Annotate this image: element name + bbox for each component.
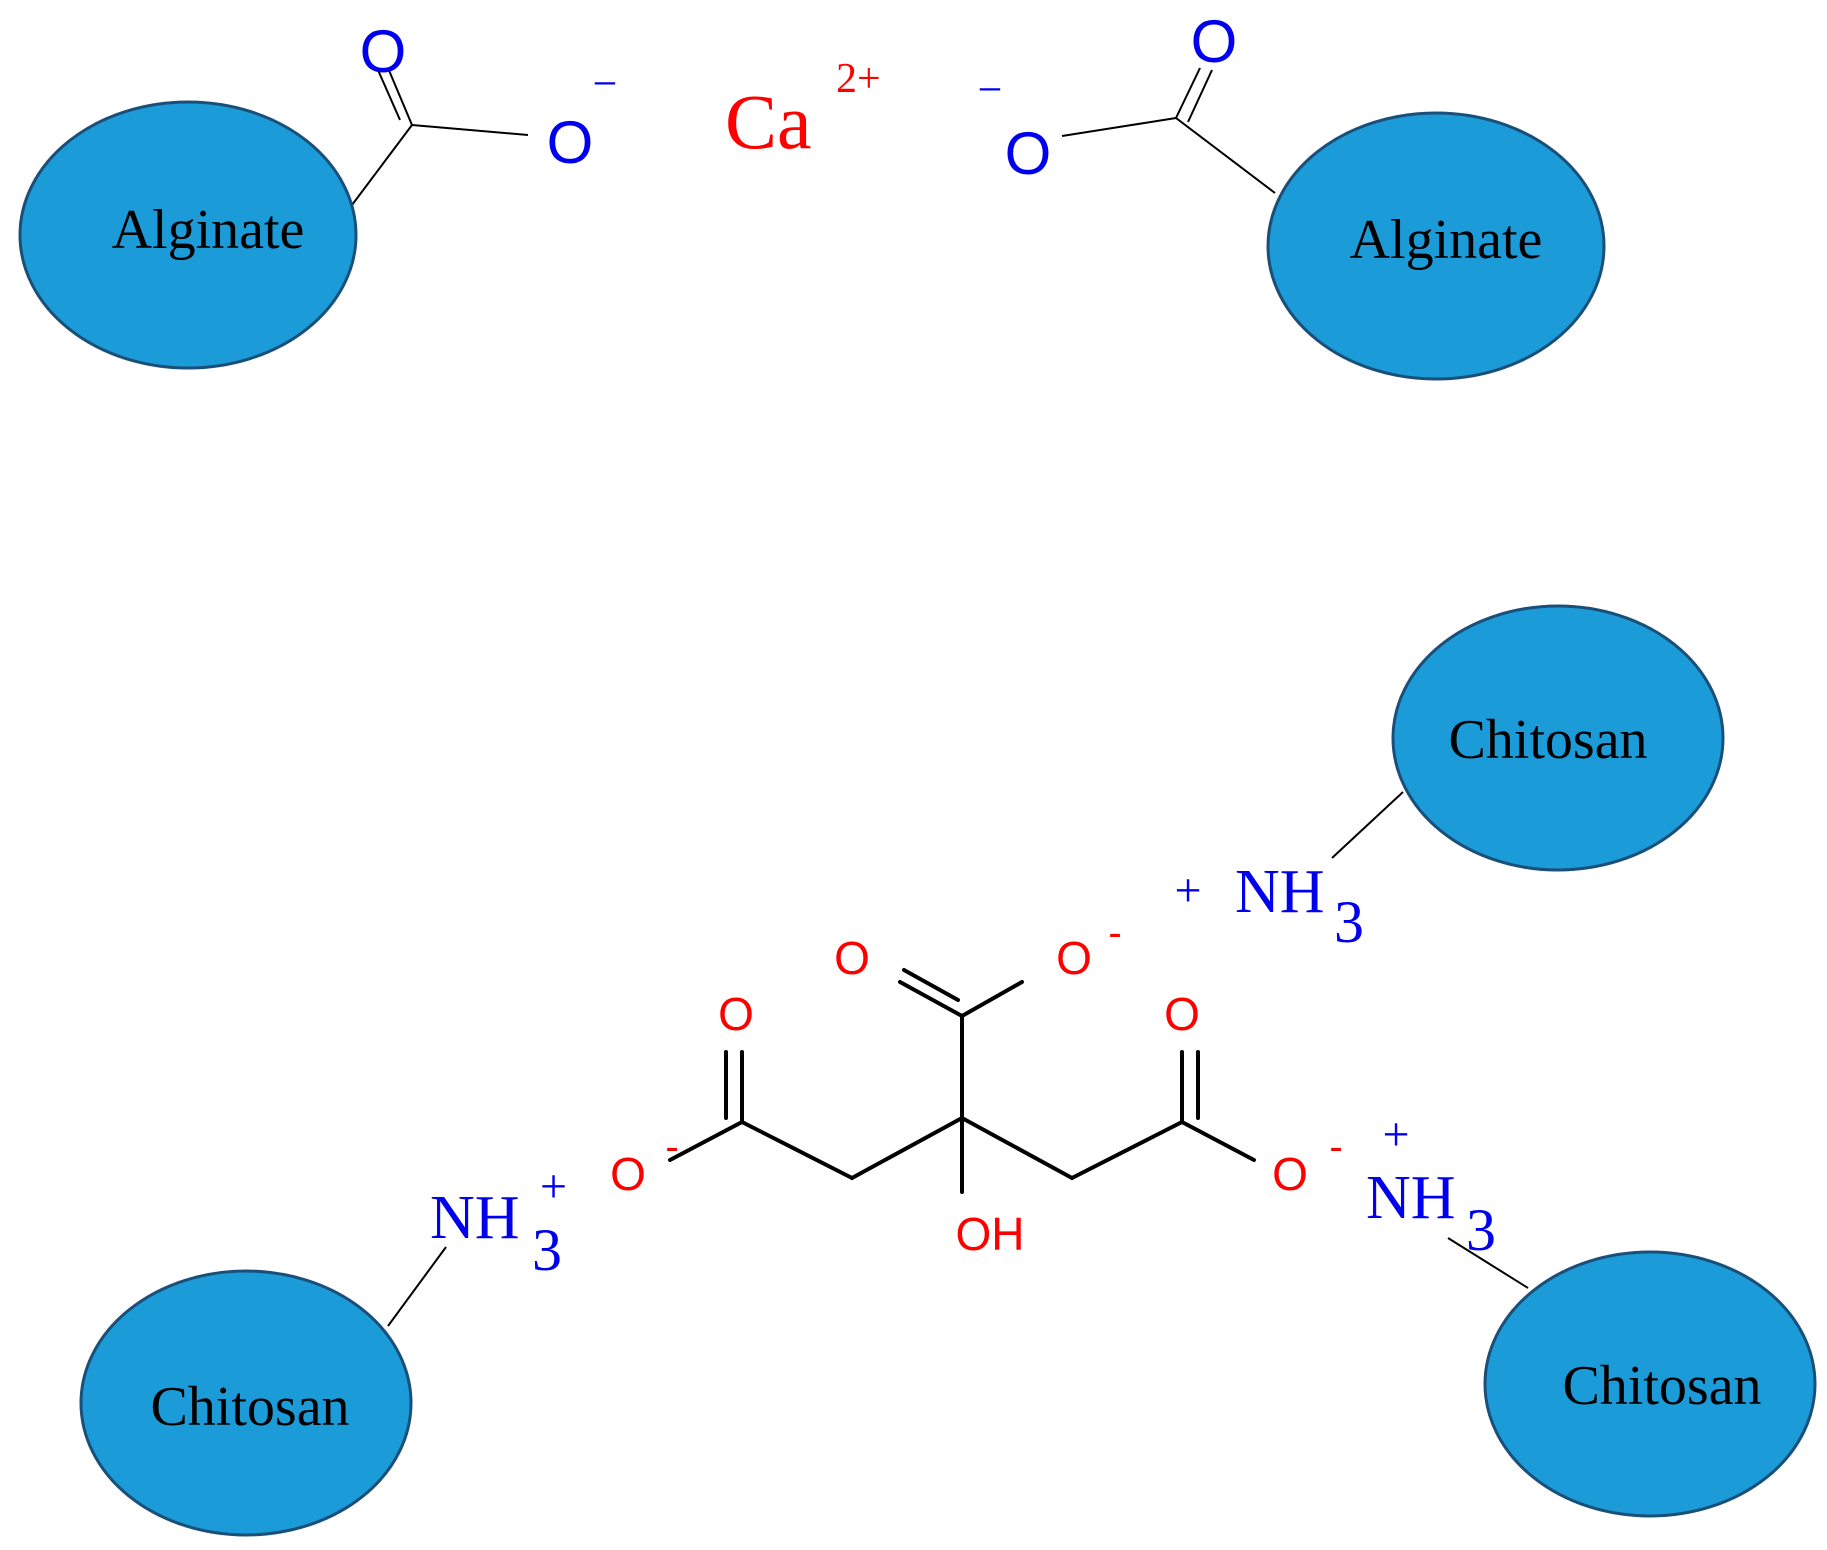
carboxylate-left-double-bond-a — [387, 67, 413, 126]
chitosan-top-right-linker — [1331, 791, 1404, 859]
chitosan-top-right-blob — [1391, 604, 1725, 872]
chitosan-bottom-right-linker — [1447, 1237, 1529, 1289]
ammonium-top-right: + NH 3 — [1174, 858, 1364, 955]
carboxylate-left: O O − — [360, 18, 618, 176]
citrate-right-ch2-bond — [960, 1116, 1074, 1180]
calcium-charge: 2+ — [836, 56, 881, 102]
citrate-right-oxygen: O — [1272, 1148, 1308, 1200]
ammonium-bottom-left: NH + 3 — [387, 1160, 567, 1327]
carboxylate-right: − O O — [978, 8, 1276, 194]
citrate-left-charge: - — [665, 1125, 678, 1169]
citrate-left-arm-bond — [740, 1120, 854, 1180]
carboxylate-right-oxygen: O — [1005, 120, 1052, 187]
carboxylate-right-single-bond — [1061, 117, 1177, 137]
citrate-top-double-bond-a — [898, 980, 964, 1018]
chitosan-bottom-left-linker — [387, 1246, 447, 1327]
chitosan-top-right-label: Chitosan — [1448, 709, 1647, 771]
citrate-left-c-o-bond — [668, 1120, 744, 1162]
calcium-symbol: Ca — [725, 78, 812, 165]
carboxylate-right-double-bond-a — [1175, 67, 1201, 119]
alginate-crosslink-section: Alginate O O − Ca 2+ − O O — [18, 8, 1606, 381]
calcium-ion: Ca 2+ — [725, 56, 881, 165]
alginate-right-blob — [1266, 111, 1606, 381]
alginate-right: Alginate — [1266, 111, 1606, 381]
alginate-left-label: Alginate — [112, 199, 305, 261]
ammonium-bottom-left-charge: + — [540, 1160, 567, 1213]
carboxylate-left-oxygen-top: O — [360, 18, 407, 85]
chitosan-bottom-right: Chitosan — [1483, 1250, 1817, 1518]
ammonium-bottom-left-symbol: NH — [430, 1184, 520, 1252]
citrate-left-oxygen-double: O — [718, 988, 754, 1040]
citrate-hydroxyl: OH — [956, 1208, 1025, 1260]
citrate-top-double-bond-b — [902, 968, 960, 1002]
chitosan-bottom-left-blob — [79, 1269, 413, 1537]
carboxylate-right-oxygen-top: O — [1191, 8, 1238, 75]
carboxylate-left-oxygen: O — [547, 109, 594, 176]
citrate-left-oxygen: O — [610, 1148, 646, 1200]
ammonium-bottom-right-symbol: NH — [1366, 1164, 1456, 1232]
citrate-right-arm-bond — [1070, 1120, 1184, 1180]
citrate-anion: O O - O O - O O - OH — [610, 911, 1343, 1260]
alginate-left: Alginate — [18, 100, 413, 370]
chitosan-citrate-section: Chitosan + NH 3 O O - O — [79, 604, 1817, 1537]
carboxylate-right-charge: − — [978, 65, 1003, 114]
citrate-top-oxygen: O — [1056, 932, 1092, 984]
chitosan-bottom-left: Chitosan — [79, 1269, 413, 1537]
alginate-left-linker — [351, 124, 413, 206]
ammonium-top-right-subscript: 3 — [1334, 889, 1364, 955]
ammonium-top-right-charge: + — [1174, 864, 1201, 917]
chitosan-bottom-left-label: Chitosan — [150, 1376, 349, 1438]
carboxylate-left-single-bond — [411, 124, 529, 136]
chitosan-top-right: Chitosan — [1331, 604, 1725, 872]
citrate-right-c-o-bond — [1180, 1120, 1256, 1162]
carboxylate-right-double-bond-b — [1187, 69, 1213, 123]
ammonium-bottom-right: + NH 3 — [1366, 1108, 1529, 1289]
citrate-right-charge: - — [1329, 1125, 1342, 1169]
citrate-top-charge: - — [1108, 911, 1121, 955]
citrate-left-ch2-bond — [850, 1116, 964, 1180]
carboxylate-left-charge: − — [593, 59, 618, 108]
ammonium-bottom-right-charge: + — [1382, 1108, 1409, 1161]
citrate-top-c-o-bond — [960, 980, 1024, 1018]
carboxylate-left-double-bond-b — [377, 69, 401, 121]
ammonium-top-right-symbol: NH — [1235, 858, 1325, 926]
alginate-right-linker — [1175, 117, 1276, 194]
chitosan-bottom-right-label: Chitosan — [1562, 1355, 1761, 1417]
citrate-top-oxygen-double: O — [834, 932, 870, 984]
ammonium-bottom-left-subscript: 3 — [532, 1217, 562, 1283]
alginate-right-label: Alginate — [1350, 209, 1543, 271]
alginate-left-blob — [18, 100, 358, 370]
citrate-right-oxygen-double: O — [1164, 988, 1200, 1040]
chitosan-bottom-right-blob — [1483, 1250, 1817, 1518]
